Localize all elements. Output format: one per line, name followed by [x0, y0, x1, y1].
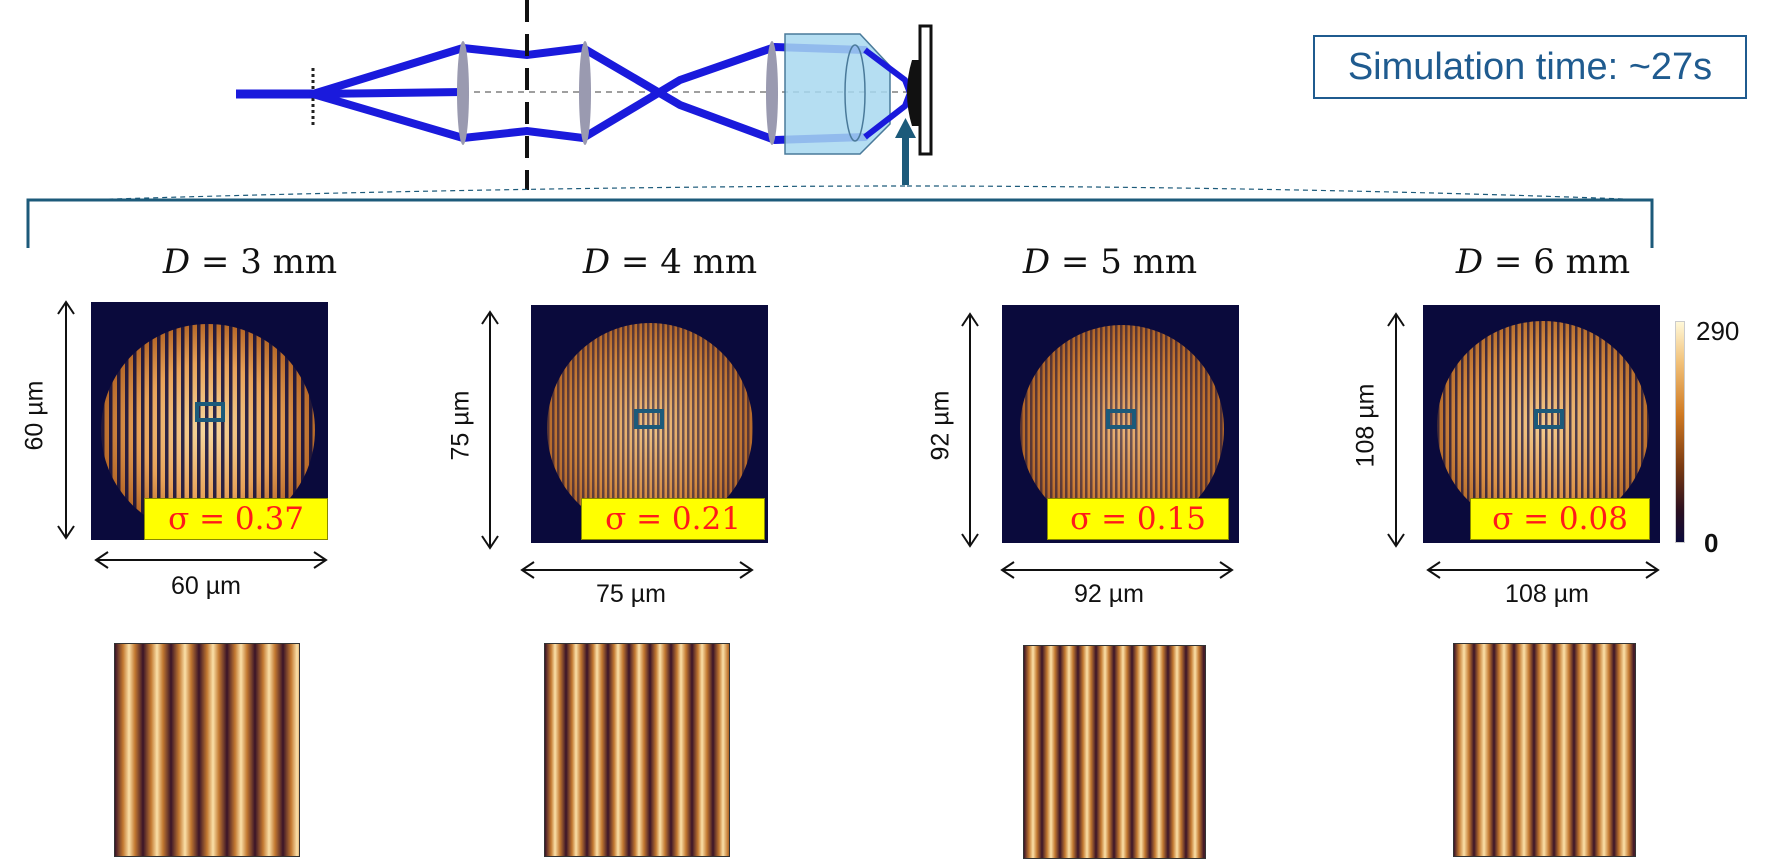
diameter-value: = 6 mm	[1483, 242, 1631, 282]
width-label: 108 µm	[1505, 580, 1589, 608]
diameter-var: D	[582, 242, 611, 282]
zoom-line-right	[906, 185, 1651, 200]
diameter-label: D = 4 mm	[550, 242, 790, 282]
diameter-var: D	[1022, 242, 1051, 282]
diameter-var: D	[162, 242, 191, 282]
diameter-value: = 4 mm	[610, 242, 758, 282]
width-label: 60 µm	[171, 572, 241, 600]
zoomed-fringes	[114, 643, 300, 857]
region-of-interest	[634, 409, 664, 429]
panel-bracket	[26, 198, 1654, 248]
sigma-badge: σ = 0.15	[1047, 498, 1229, 540]
diameter-var: D	[1455, 242, 1484, 282]
zoomed-fringes	[544, 643, 730, 857]
diameter-value: = 3 mm	[190, 242, 338, 282]
arrow-up-icon	[895, 118, 916, 185]
colorbar-min-label: 0	[1704, 528, 1719, 558]
width-label: 92 µm	[1074, 580, 1144, 608]
dimension-arrows	[961, 312, 1234, 579]
diameter-label: D = 3 mm	[130, 242, 370, 282]
sigma-badge: σ = 0.21	[581, 498, 765, 540]
diameter-label: D = 6 mm	[1423, 242, 1663, 282]
sample-plate-icon	[907, 24, 933, 156]
colorbar	[1675, 321, 1685, 543]
height-label: 60 µm	[20, 380, 49, 451]
colorbar-max-label: 290	[1696, 316, 1740, 346]
region-of-interest	[1534, 409, 1564, 429]
zoomed-fringes	[1453, 643, 1636, 857]
sigma-badge: σ = 0.08	[1470, 498, 1650, 540]
height-label: 108 µm	[1351, 383, 1380, 468]
zoomed-fringes	[1023, 645, 1206, 859]
height-label: 92 µm	[926, 390, 955, 461]
dimension-arrows	[57, 300, 328, 569]
diameter-label: D = 5 mm	[990, 242, 1230, 282]
height-label: 75 µm	[446, 390, 475, 461]
region-of-interest	[1106, 409, 1136, 429]
diameter-value: = 5 mm	[1050, 242, 1198, 282]
lens-icon	[457, 41, 469, 145]
lens-icon	[579, 41, 591, 145]
lens-icon	[766, 41, 778, 145]
optical-setup-diagram	[79, 0, 1651, 200]
dimension-arrows	[1387, 312, 1660, 579]
objective-lens-icon	[784, 33, 891, 155]
zoom-line-left	[79, 185, 906, 200]
simulation-time-box: Simulation time: ~27s	[1313, 35, 1747, 99]
region-of-interest	[195, 402, 225, 422]
dimension-arrows	[481, 310, 754, 579]
sigma-badge: σ = 0.37	[144, 498, 328, 540]
width-label: 75 µm	[596, 580, 666, 608]
interference-image	[1423, 305, 1660, 543]
